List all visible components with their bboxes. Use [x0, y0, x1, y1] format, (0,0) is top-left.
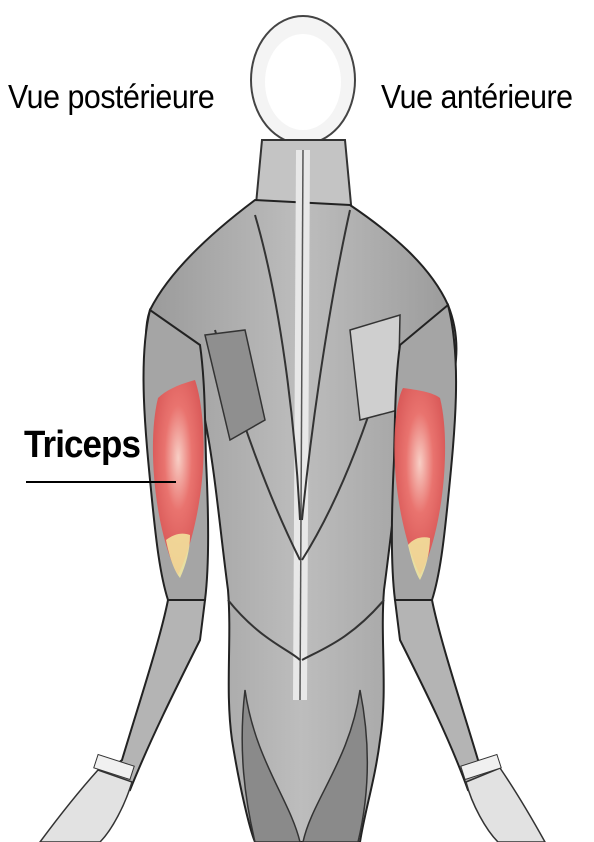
posterior-view-label: Vue postérieure [8, 78, 214, 116]
anterior-view-label: Vue antérieure [381, 78, 573, 116]
triceps-label: Triceps [24, 424, 140, 467]
triceps-leader-line [26, 481, 176, 483]
left-hand [40, 770, 132, 842]
right-hand [466, 768, 545, 842]
